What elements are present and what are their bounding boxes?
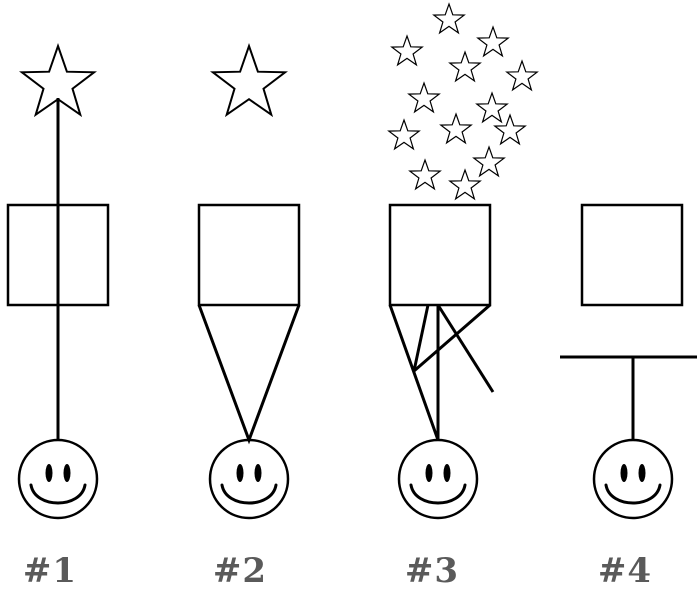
star-icon xyxy=(433,3,465,34)
smiley-face-icon xyxy=(397,438,479,520)
panel-4 xyxy=(560,203,697,520)
star-icon xyxy=(211,45,287,116)
panel-label-1: #1 xyxy=(22,551,78,591)
panel-label-4: #4 xyxy=(597,551,653,591)
star-icon xyxy=(473,146,505,177)
smiley-face-icon xyxy=(17,438,99,520)
star-icon xyxy=(449,51,481,82)
panel-label-3: #3 xyxy=(404,551,460,591)
star-icon xyxy=(440,113,472,144)
star-cloud xyxy=(388,3,538,200)
star-icon xyxy=(476,92,508,123)
funnel-lines xyxy=(197,304,301,445)
star-icon xyxy=(494,114,526,145)
panel-3 xyxy=(388,3,538,520)
panel-label-2: #2 xyxy=(212,551,268,591)
panel-1 xyxy=(6,45,110,520)
smiley-face-icon xyxy=(592,438,674,520)
box xyxy=(388,203,492,307)
smiley-face-icon xyxy=(208,438,290,520)
star-icon xyxy=(506,60,538,91)
panel-2 xyxy=(197,45,301,520)
star-icon xyxy=(409,159,441,190)
star-icon xyxy=(477,26,509,57)
box xyxy=(580,203,684,307)
star-icon xyxy=(391,35,423,66)
tangled-lines xyxy=(388,303,495,441)
star-icon xyxy=(388,119,420,150)
star-icon xyxy=(449,169,481,200)
box xyxy=(197,203,301,307)
star-icon xyxy=(408,82,440,113)
